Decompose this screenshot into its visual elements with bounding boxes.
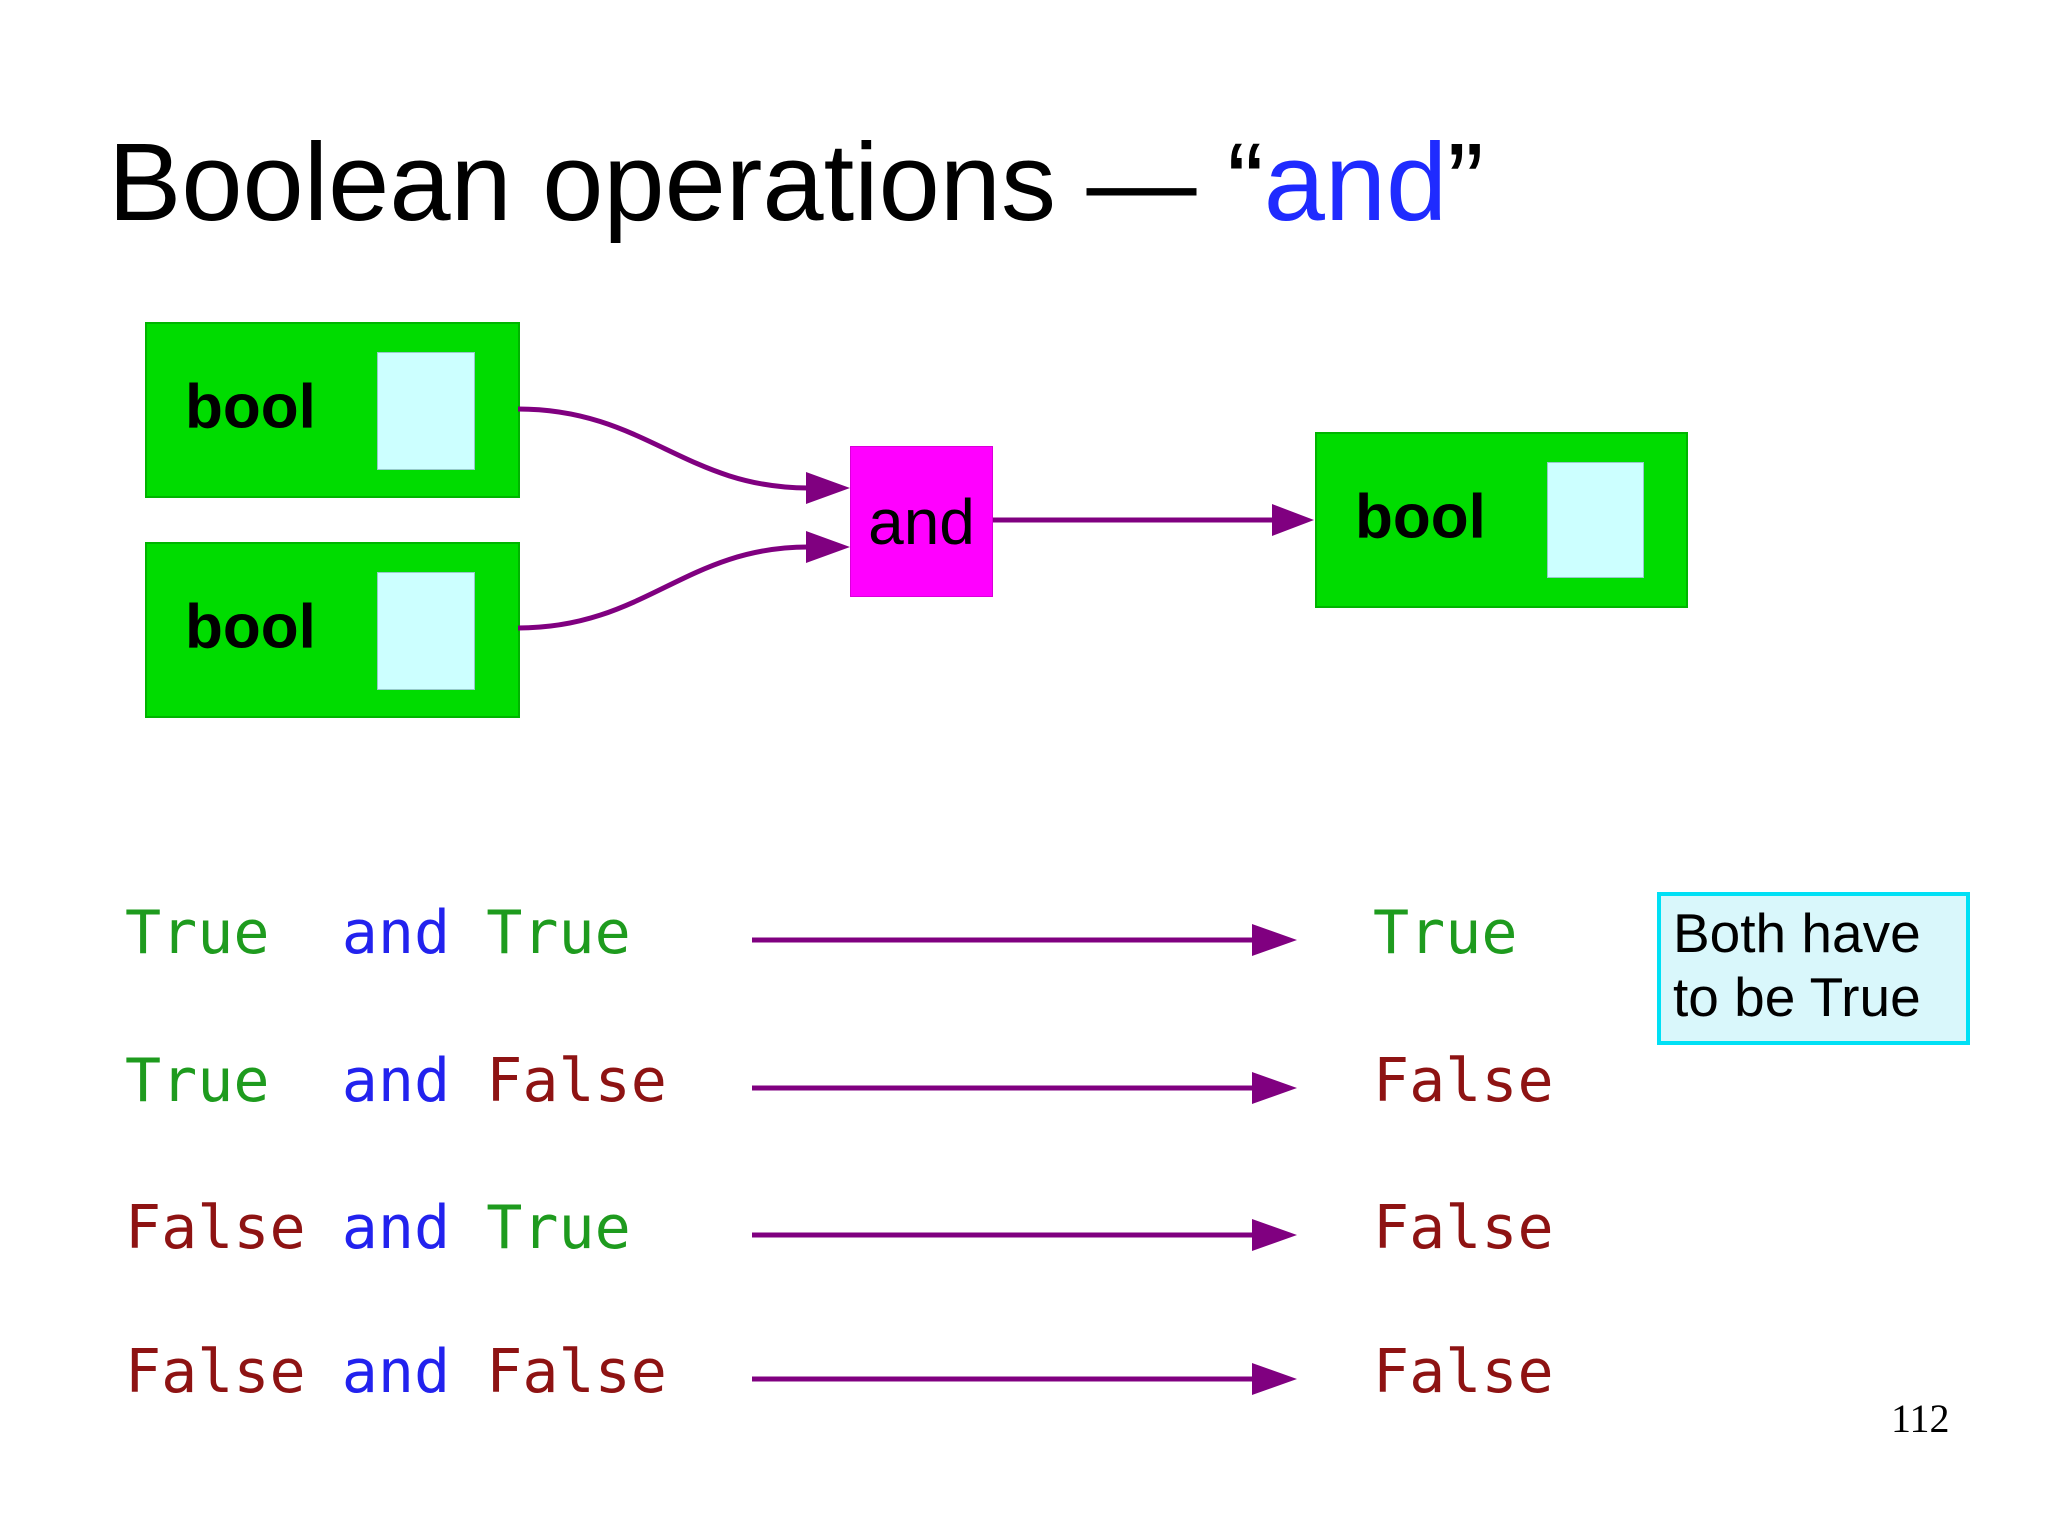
result-value: False <box>1373 1337 1554 1407</box>
title-suffix: ” <box>1447 121 1484 244</box>
input-bool-box-1: bool <box>145 322 520 498</box>
curve-input1-to-and <box>517 406 809 491</box>
truth-row-4: False and False False <box>0 1332 2048 1412</box>
left-operand: False <box>125 1193 306 1263</box>
arrowhead-input2-icon <box>806 531 850 563</box>
result-arrow-icon <box>752 1219 1297 1251</box>
result-arrow-icon <box>752 924 1297 956</box>
bool-type-label: bool <box>185 372 316 442</box>
right-operand: False <box>486 1046 667 1116</box>
page-title: Boolean operations — “and” <box>108 118 1484 248</box>
arrowhead-icon <box>1252 1219 1297 1251</box>
output-bool-box: bool <box>1315 432 1688 608</box>
bool-type-label: bool <box>185 592 316 662</box>
arrowhead-icon <box>1252 924 1297 956</box>
and-operator: and <box>341 1193 451 1263</box>
expression: True and False <box>125 1041 667 1121</box>
left-operand: False <box>125 1337 306 1407</box>
arrowhead-input1-icon <box>806 472 850 504</box>
value-slot <box>377 352 475 470</box>
expression: False and False <box>125 1332 667 1412</box>
right-operand: True <box>486 1193 631 1263</box>
arrowhead-icon <box>1252 1072 1297 1104</box>
arrowhead-icon <box>1252 1363 1297 1395</box>
page-number: 112 <box>1891 1396 1950 1441</box>
result-value: False <box>1373 1046 1554 1116</box>
value-slot <box>1547 462 1644 578</box>
value-slot <box>377 572 475 690</box>
expression: False and True <box>125 1188 631 1268</box>
truth-row-2: True and False False <box>0 1041 2048 1121</box>
bool-type-label: bool <box>1355 482 1486 552</box>
title-prefix: Boolean operations — “ <box>108 121 1264 244</box>
and-operator: and <box>341 898 451 968</box>
input-bool-box-2: bool <box>145 542 520 718</box>
and-operator-box: and <box>850 446 993 597</box>
result-value: True <box>1373 898 1518 968</box>
arrowhead-output-icon <box>1272 504 1314 536</box>
result-value: False <box>1373 1193 1554 1263</box>
truth-row-3: False and True False <box>0 1188 2048 1268</box>
and-operator: and <box>341 1337 451 1407</box>
left-operand: True <box>125 898 270 968</box>
and-operator: and <box>341 1046 451 1116</box>
left-operand: True <box>125 1046 270 1116</box>
right-operand: True <box>486 898 631 968</box>
curve-input2-to-and <box>517 544 809 631</box>
title-keyword: and <box>1263 121 1448 244</box>
right-operand: False <box>486 1337 667 1407</box>
result-arrow-icon <box>752 1072 1297 1104</box>
note-box: Both have to be True <box>1657 892 1970 1045</box>
result-arrow-icon <box>752 1363 1297 1395</box>
and-operator-label: and <box>868 485 975 558</box>
